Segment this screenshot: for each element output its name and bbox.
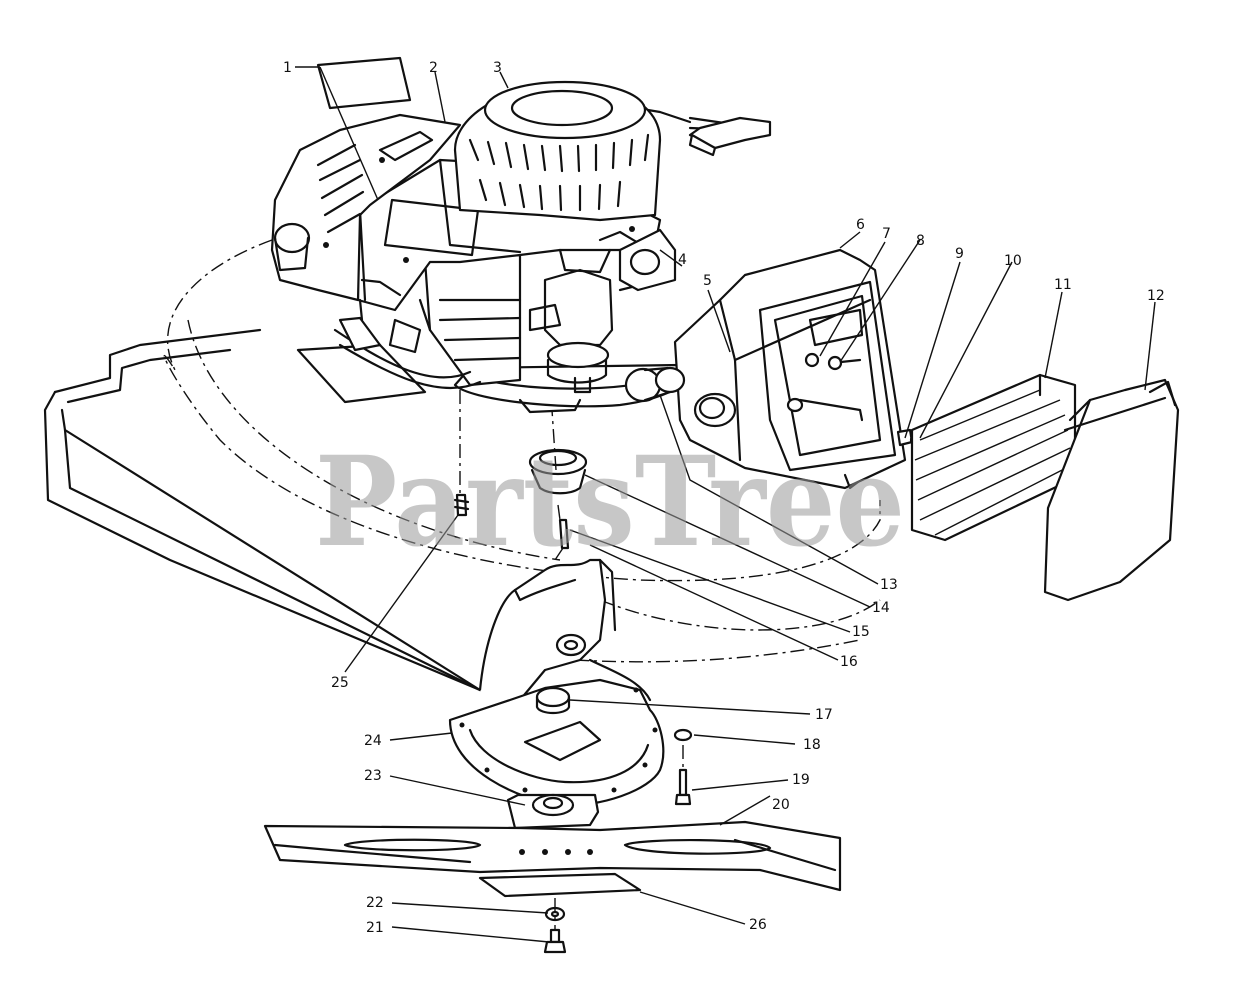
- leader-lines: [295, 66, 1156, 943]
- callout-2: 2: [429, 60, 438, 76]
- callout-3: 3: [493, 60, 502, 76]
- callout-1: 1: [283, 60, 292, 76]
- callout-24: 24: [364, 733, 382, 749]
- callout-17: 17: [815, 707, 833, 723]
- blade-adapter: [506, 793, 600, 830]
- callout-26: 26: [749, 917, 767, 933]
- callout-19: 19: [792, 772, 810, 788]
- breather-14: [528, 448, 588, 495]
- callout-20: 20: [772, 797, 790, 813]
- callout-labels: 1 2 3 4 5 6 7 8 9 10 11 12 13 14 15 16 1…: [283, 60, 1165, 936]
- blade-bolt-21: [543, 898, 567, 954]
- callout-22: 22: [366, 895, 384, 911]
- blade-adapter-housing: [448, 678, 665, 807]
- mower-deck: [43, 239, 881, 721]
- lockwasher-18: [673, 728, 693, 742]
- callout-9: 9: [955, 246, 964, 262]
- air-cleaner-cover-12: [1043, 378, 1180, 602]
- air-cleaner-body: [673, 248, 907, 490]
- callout-13: 13: [880, 577, 898, 593]
- callout-14: 14: [872, 600, 890, 616]
- callout-8: 8: [916, 233, 925, 249]
- callout-18: 18: [803, 737, 821, 753]
- callout-6: 6: [856, 217, 865, 233]
- gasket-4: [618, 228, 677, 292]
- callout-7: 7: [882, 226, 891, 242]
- screw-25: [453, 390, 470, 517]
- callout-5: 5: [703, 273, 712, 289]
- mower-blade: [263, 820, 842, 892]
- callout-12: 12: [1147, 288, 1165, 304]
- watermark: PartsTree: [315, 430, 905, 575]
- blade-stiffener: [478, 872, 642, 898]
- pin-15: [558, 518, 570, 550]
- grommet-13: [624, 366, 686, 403]
- callout-25: 25: [331, 675, 349, 691]
- callout-16: 16: [840, 654, 858, 670]
- decal-1: [316, 56, 412, 110]
- screw-19: [674, 745, 692, 806]
- callout-10: 10: [1004, 253, 1022, 269]
- nut-8: [827, 355, 862, 371]
- callout-11: 11: [1054, 277, 1072, 293]
- assembly-lines: [551, 409, 564, 561]
- screw-7: [804, 352, 820, 368]
- callout-4: 4: [678, 252, 687, 268]
- callout-23: 23: [364, 768, 382, 784]
- callout-15: 15: [852, 624, 870, 640]
- callout-21: 21: [366, 920, 384, 936]
